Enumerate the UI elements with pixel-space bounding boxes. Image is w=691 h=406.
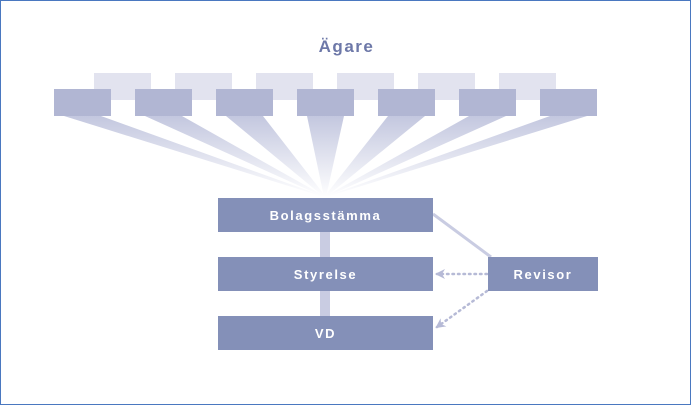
owner-box xyxy=(378,89,435,116)
owner-fan-ray xyxy=(324,116,587,197)
owner-box xyxy=(540,89,597,116)
owners-title: Ägare xyxy=(318,37,375,56)
owner-fan-ray xyxy=(324,116,425,197)
owner-fan-ray xyxy=(226,116,326,197)
owner-fan-ray xyxy=(145,116,326,197)
owner-box xyxy=(54,89,111,116)
node-styrelse-label: Styrelse xyxy=(293,266,358,282)
node-vd: VD xyxy=(218,316,433,350)
owner-box xyxy=(135,89,192,116)
node-vd-label: VD xyxy=(314,325,337,341)
node-bolagsstamma: Bolagsstämma xyxy=(218,198,433,232)
node-bolagsstamma-label: Bolagsstämma xyxy=(269,207,382,223)
node-revisor: Revisor xyxy=(488,257,598,291)
owner-fan-ray xyxy=(64,116,326,197)
node-revisor-label: Revisor xyxy=(513,266,573,282)
connector-bolagsstamma-revisor xyxy=(432,212,492,259)
owner-fan-rays xyxy=(64,116,587,197)
owner-box xyxy=(216,89,273,116)
node-styrelse: Styrelse xyxy=(218,257,433,291)
owner-box xyxy=(459,89,516,116)
owner-fan-ray xyxy=(324,116,506,197)
owner-fan-ray xyxy=(307,116,344,197)
arrow-revisor-vd xyxy=(435,289,489,329)
owner-box xyxy=(297,89,354,116)
